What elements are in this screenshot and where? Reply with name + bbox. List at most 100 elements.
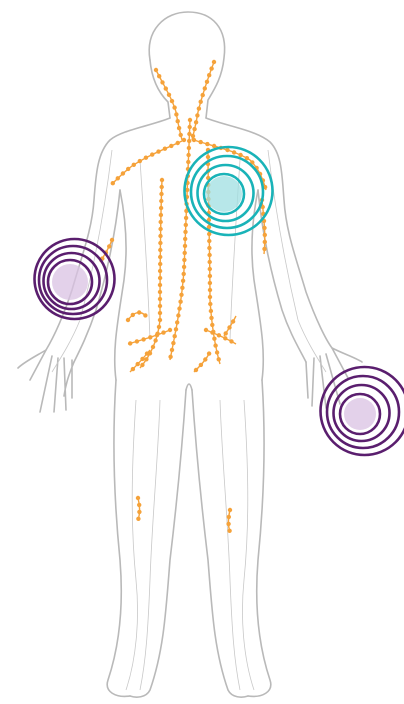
lymph-node [175,320,179,324]
lymph-node [186,160,190,164]
lymph-node [182,138,186,142]
lymph-node [207,246,211,250]
lymph-node [159,213,163,217]
lymph-node [203,357,207,361]
lymph-node [208,288,212,292]
left-hand-target-glow [344,398,376,430]
lymph-node [204,328,208,332]
lymph-node [178,300,182,304]
lymph-node [205,80,209,84]
vessel-leg-left-2 [140,400,160,690]
lymph-node [187,139,191,143]
leg-right-outer [248,380,271,696]
lymph-node [158,269,162,273]
lymph-node [207,351,211,355]
lymph-node [132,163,136,167]
lymph-node [187,146,191,150]
lymph-node [238,153,242,157]
lymph-node [126,318,130,322]
lymph-node [176,141,180,145]
lymph-node [212,144,216,148]
lymph-node [199,100,203,104]
lymph-node [195,113,199,117]
lymph-node [183,251,187,255]
lymph-node [206,155,210,159]
lymph-node [159,199,163,203]
left-hand-target [321,367,404,455]
lymph-node [161,330,165,334]
target-markers [35,147,404,455]
lymph-node [262,247,266,251]
lymph-node [159,220,163,224]
lymph-node [192,138,196,142]
lymph-node [209,309,213,313]
lymph-node [209,316,213,320]
lymph-node [144,357,148,361]
lymph-node [158,311,162,315]
lymph-node [225,148,229,152]
lymph-node [170,99,174,103]
lymph-node [168,328,172,332]
lymph-node [158,304,162,308]
lymph-node [153,338,157,342]
lymph-node [186,153,190,157]
lymph-node [177,306,181,310]
lymph-node [172,105,176,109]
right-arm-target [35,239,115,319]
lymph-node [169,144,173,148]
lymph-node [212,60,216,64]
lymph-node [158,283,162,287]
lymph-node [135,339,139,343]
lymph-node [194,120,198,124]
lymph-node [232,150,236,154]
lymph-node [208,267,212,271]
lymph-node [174,112,178,116]
lymph-node [217,333,221,337]
lymph-node [158,241,162,245]
lymph-node [174,327,178,331]
lymph-node [227,529,231,533]
lymph-node [167,93,171,97]
lymph-node [208,260,212,264]
lymph-node [158,290,162,294]
lymph-node [183,237,187,241]
lymph-node [207,253,211,257]
lymph-node [187,132,191,136]
lymph-node [209,66,213,70]
lymph-node [160,80,164,84]
lymph-node [184,223,188,227]
lymph-nodes [100,60,267,533]
left-hand [18,350,74,412]
lymph-node [182,272,186,276]
lymph-node [140,357,144,361]
lymph-node [136,362,140,366]
lymph-node [131,313,135,317]
lymph-node [173,334,177,338]
lymph-node [231,319,235,323]
vessel-leg-right-1 [242,400,254,690]
lymph-node [158,276,162,280]
lymph-node [210,330,214,334]
lymph-node [188,125,192,129]
lymph-node [126,167,130,171]
lymph-node [194,368,198,372]
lymph-node [164,86,168,90]
lymph-node [143,313,147,317]
lymph-node [176,313,180,317]
lymph-node [224,331,228,335]
lymph-node [183,230,187,234]
lymph-node [192,127,196,131]
lymph-node [177,126,181,130]
lymph-node [183,244,187,248]
lymph-node [158,234,162,238]
lymph-node [138,159,142,163]
lymph-node [207,73,211,77]
lymph-node [168,355,172,359]
lymph-node [227,515,231,519]
lymph-node [151,345,155,349]
lymph-node [158,297,162,301]
lymph-node [140,363,144,367]
lymph-node [158,262,162,266]
lymph-node [197,106,201,110]
